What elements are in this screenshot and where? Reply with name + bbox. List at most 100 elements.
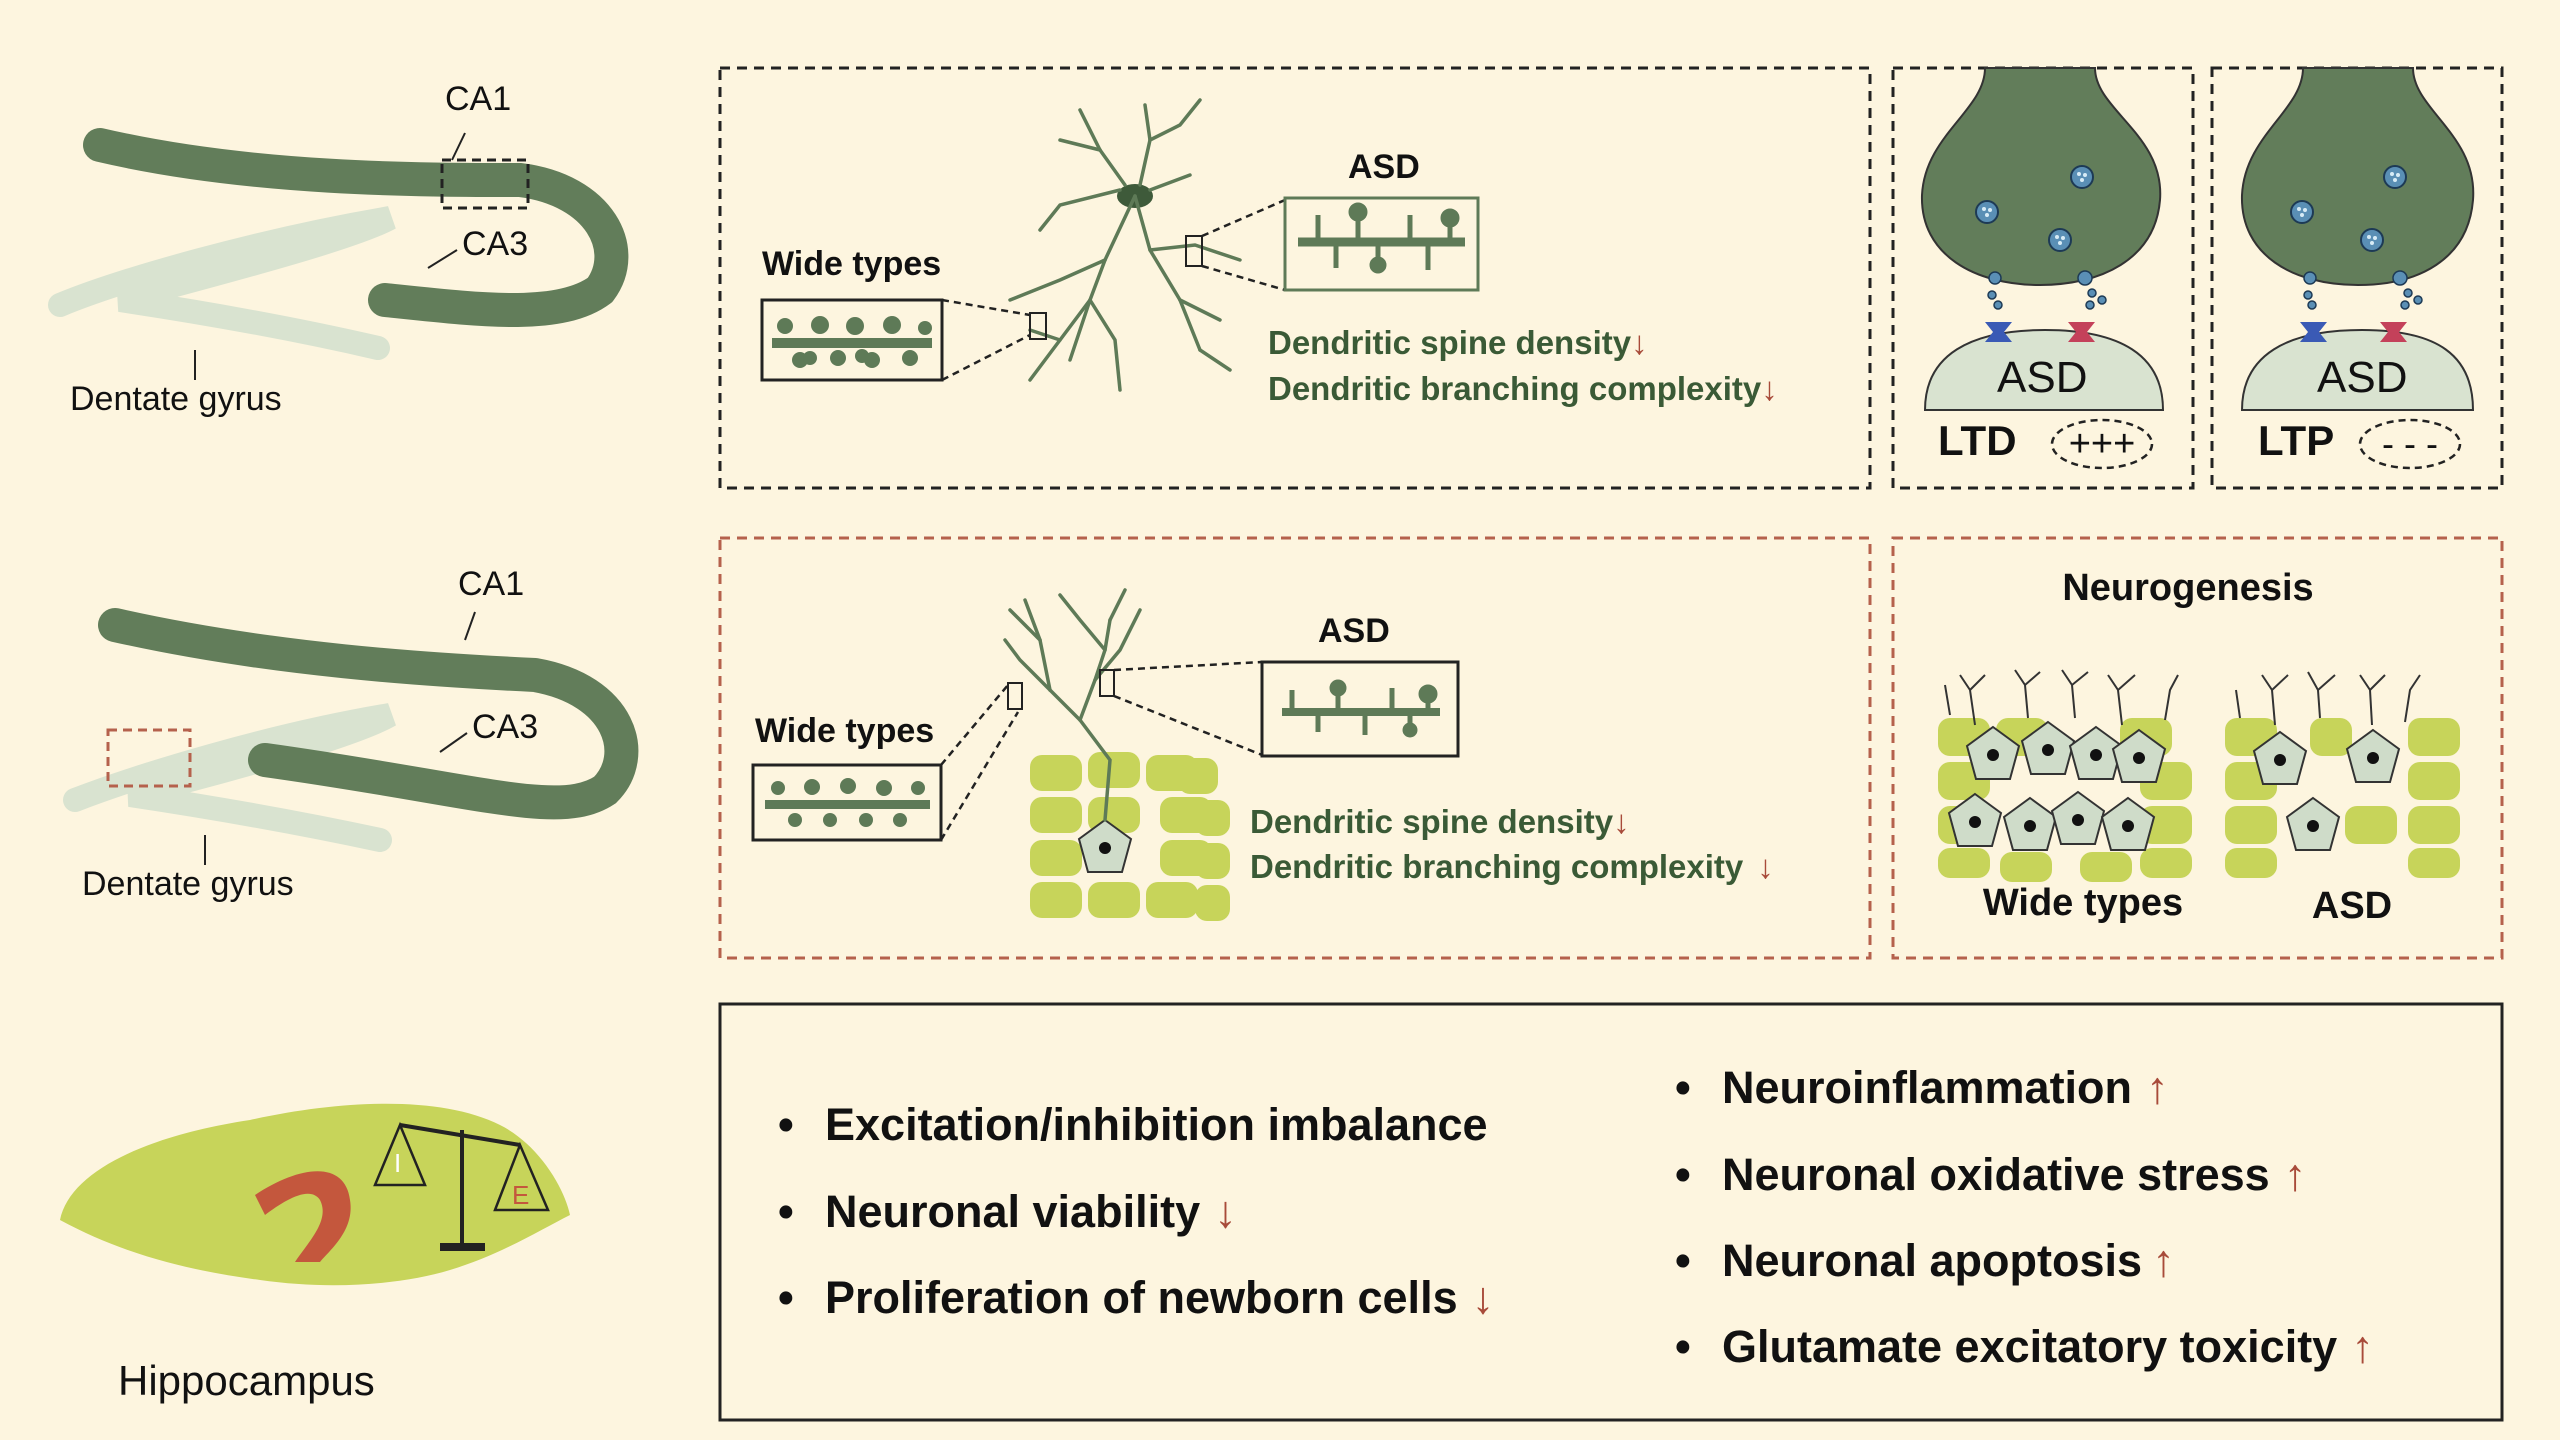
ca1-wt-box bbox=[760, 298, 944, 382]
ltd-asd-label: ASD bbox=[1997, 353, 2087, 402]
ltd-panel: ASD LTD +++ bbox=[1891, 66, 2195, 490]
ca1-wide-types-label: Wide types bbox=[762, 245, 941, 283]
ca1-panel-border bbox=[718, 66, 1872, 490]
ltp-sign: - - - bbox=[2382, 423, 2438, 464]
dg-asd-box bbox=[1260, 660, 1460, 758]
ca1-zoom-line-4 bbox=[1201, 264, 1286, 292]
dg-asd-label: ASD bbox=[1318, 612, 1390, 650]
summary-item-proliferation: Proliferation of newborn cells↓ bbox=[825, 1272, 1494, 1323]
summary-item-viability: Neuronal viability↓ bbox=[825, 1186, 1237, 1237]
wt-dendrites bbox=[1944, 669, 2179, 726]
ca1-branch-complexity: Dendritic branching complexity↓ bbox=[1268, 370, 1778, 407]
ca3-label: CA3 bbox=[462, 225, 528, 263]
dg-spine-density: Dendritic spine density↓ bbox=[1250, 803, 1630, 840]
ca1-label-2: CA1 bbox=[458, 565, 524, 603]
ca1-spine-density: Dendritic spine density↓ bbox=[1268, 324, 1648, 361]
dg-neuron-inset-2 bbox=[1099, 669, 1115, 697]
ca1-zoom-line-2 bbox=[941, 333, 1031, 382]
ltd-label: LTD bbox=[1938, 417, 2017, 464]
dg-neuron-inset-1 bbox=[1007, 682, 1023, 710]
ca1-asd-box bbox=[1283, 196, 1480, 292]
ltp-release-dots bbox=[2303, 270, 2423, 310]
hippocampus-label: Hippocampus bbox=[118, 1357, 375, 1404]
dg-panel-border bbox=[718, 536, 1872, 960]
dg-wt-dendrite bbox=[765, 778, 930, 827]
summary-left-list: • Excitation/inhibition imbalance • Neur… bbox=[778, 1099, 1494, 1323]
dg-zoom-line-1 bbox=[940, 684, 1009, 766]
bullet-2: • bbox=[778, 1186, 794, 1237]
summary-box: • Excitation/inhibition imbalance • Neur… bbox=[718, 1002, 2504, 1422]
ltd-receptor-red bbox=[2068, 322, 2095, 342]
ca1-neuron-drawing bbox=[1008, 98, 1242, 392]
ltd-receptor-blue bbox=[1985, 322, 2012, 342]
asd-granule-layer bbox=[2225, 718, 2460, 878]
neurogenesis-wt-label: Wide types bbox=[1983, 882, 2183, 924]
ltp-postsynaptic bbox=[2240, 328, 2475, 411]
bullet-6: • bbox=[1675, 1235, 1691, 1286]
bullet-1: • bbox=[778, 1099, 794, 1150]
dg-wide-types-label: Wide types bbox=[755, 712, 934, 750]
ltd-release-dots bbox=[1987, 270, 2107, 310]
brain-diagram: I E Hippocampus bbox=[60, 1103, 570, 1404]
ca1-neuron-inset-2 bbox=[1185, 235, 1203, 267]
summary-item-glutamate-toxicity: Glutamate excitatory toxicity↑ bbox=[1722, 1321, 2374, 1372]
ltp-label: LTP bbox=[2258, 417, 2334, 464]
dg-zoom-line-3 bbox=[1113, 660, 1263, 672]
summary-item-apoptosis: Neuronal apoptosis↑ bbox=[1722, 1235, 2175, 1286]
summary-item-neuroinflammation: Neuroinflammation↑ bbox=[1722, 1062, 2169, 1113]
neurogenesis-panel: Neurogenesis Wide types bbox=[1891, 536, 2504, 960]
summary-right-list: • Neuroinflammation↑ • Neuronal oxidativ… bbox=[1675, 1062, 2374, 1372]
bullet-5: • bbox=[1675, 1149, 1691, 1200]
dg-zoom-line-2 bbox=[939, 711, 1020, 841]
hippocampus-red-shape bbox=[255, 1171, 351, 1262]
bullet-7: • bbox=[1675, 1321, 1691, 1372]
dentate-inset-box bbox=[106, 728, 192, 788]
ca1-neuron-inset-1 bbox=[1029, 312, 1047, 340]
scale-e-label: E bbox=[512, 1180, 529, 1210]
ca1-asd-dendrite bbox=[1298, 202, 1465, 274]
ltd-sign: +++ bbox=[2069, 423, 2136, 465]
granule-cell-layer bbox=[1030, 752, 1230, 921]
top-hippocampus-diagram: CA1 CA3 Dentate gyrus bbox=[48, 80, 629, 418]
ltp-panel: ASD LTP - - - bbox=[2210, 66, 2504, 490]
ca1-wt-dendrite bbox=[772, 316, 932, 368]
ca3-pointer-2 bbox=[439, 732, 468, 753]
ltp-receptor-blue bbox=[2300, 322, 2327, 342]
bullet-3: • bbox=[778, 1272, 794, 1323]
ca1-pointer bbox=[451, 132, 466, 161]
ltp-presynaptic-terminal bbox=[2240, 67, 2475, 287]
ca1-label: CA1 bbox=[445, 80, 511, 118]
ca1-zoom-line-3 bbox=[1201, 198, 1286, 238]
neurogenesis-asd-label: ASD bbox=[2312, 885, 2392, 927]
ltd-panel-border bbox=[1891, 66, 2195, 490]
dg-zoom-line-4 bbox=[1113, 694, 1263, 757]
ca3-label-2: CA3 bbox=[472, 708, 538, 746]
ltd-sign-ellipse bbox=[2050, 418, 2154, 470]
neurogenesis-panel-border bbox=[1891, 536, 2504, 960]
ltd-postsynaptic bbox=[1923, 328, 2165, 411]
ca1-asd-label: ASD bbox=[1348, 148, 1420, 186]
ca1-inset-box bbox=[440, 158, 530, 210]
ca1-zoom-line-1 bbox=[941, 298, 1031, 317]
dg-neuron-dendrites bbox=[1003, 588, 1142, 822]
dg-dendrite-panel: Wide types bbox=[718, 536, 1872, 960]
summary-border bbox=[718, 1002, 2504, 1422]
ltp-receptor-red bbox=[2380, 322, 2407, 342]
ltp-asd-label: ASD bbox=[2317, 353, 2407, 402]
summary-item-ei-imbalance: Excitation/inhibition imbalance bbox=[825, 1099, 1488, 1150]
bullet-4: • bbox=[1675, 1062, 1691, 1113]
dg-asd-dendrite bbox=[1282, 679, 1440, 738]
dentate-label: Dentate gyrus bbox=[70, 380, 282, 418]
ca1-dendrite-panel: Wide types bbox=[718, 66, 1872, 490]
ca-shape bbox=[83, 128, 629, 327]
ca1-pointer-2 bbox=[464, 611, 476, 641]
dentate-label-2: Dentate gyrus bbox=[82, 865, 294, 903]
dg-branch-complexity: Dendritic branching complexity↓ bbox=[1250, 848, 1774, 885]
scale-i-label: I bbox=[394, 1148, 401, 1178]
ca-shape-2 bbox=[98, 608, 639, 820]
neurogenesis-title: Neurogenesis bbox=[2062, 567, 2313, 609]
ltd-presynaptic-terminal bbox=[1920, 67, 2162, 287]
balance-scale-icon bbox=[373, 1121, 550, 1251]
ca3-pointer bbox=[427, 249, 458, 269]
